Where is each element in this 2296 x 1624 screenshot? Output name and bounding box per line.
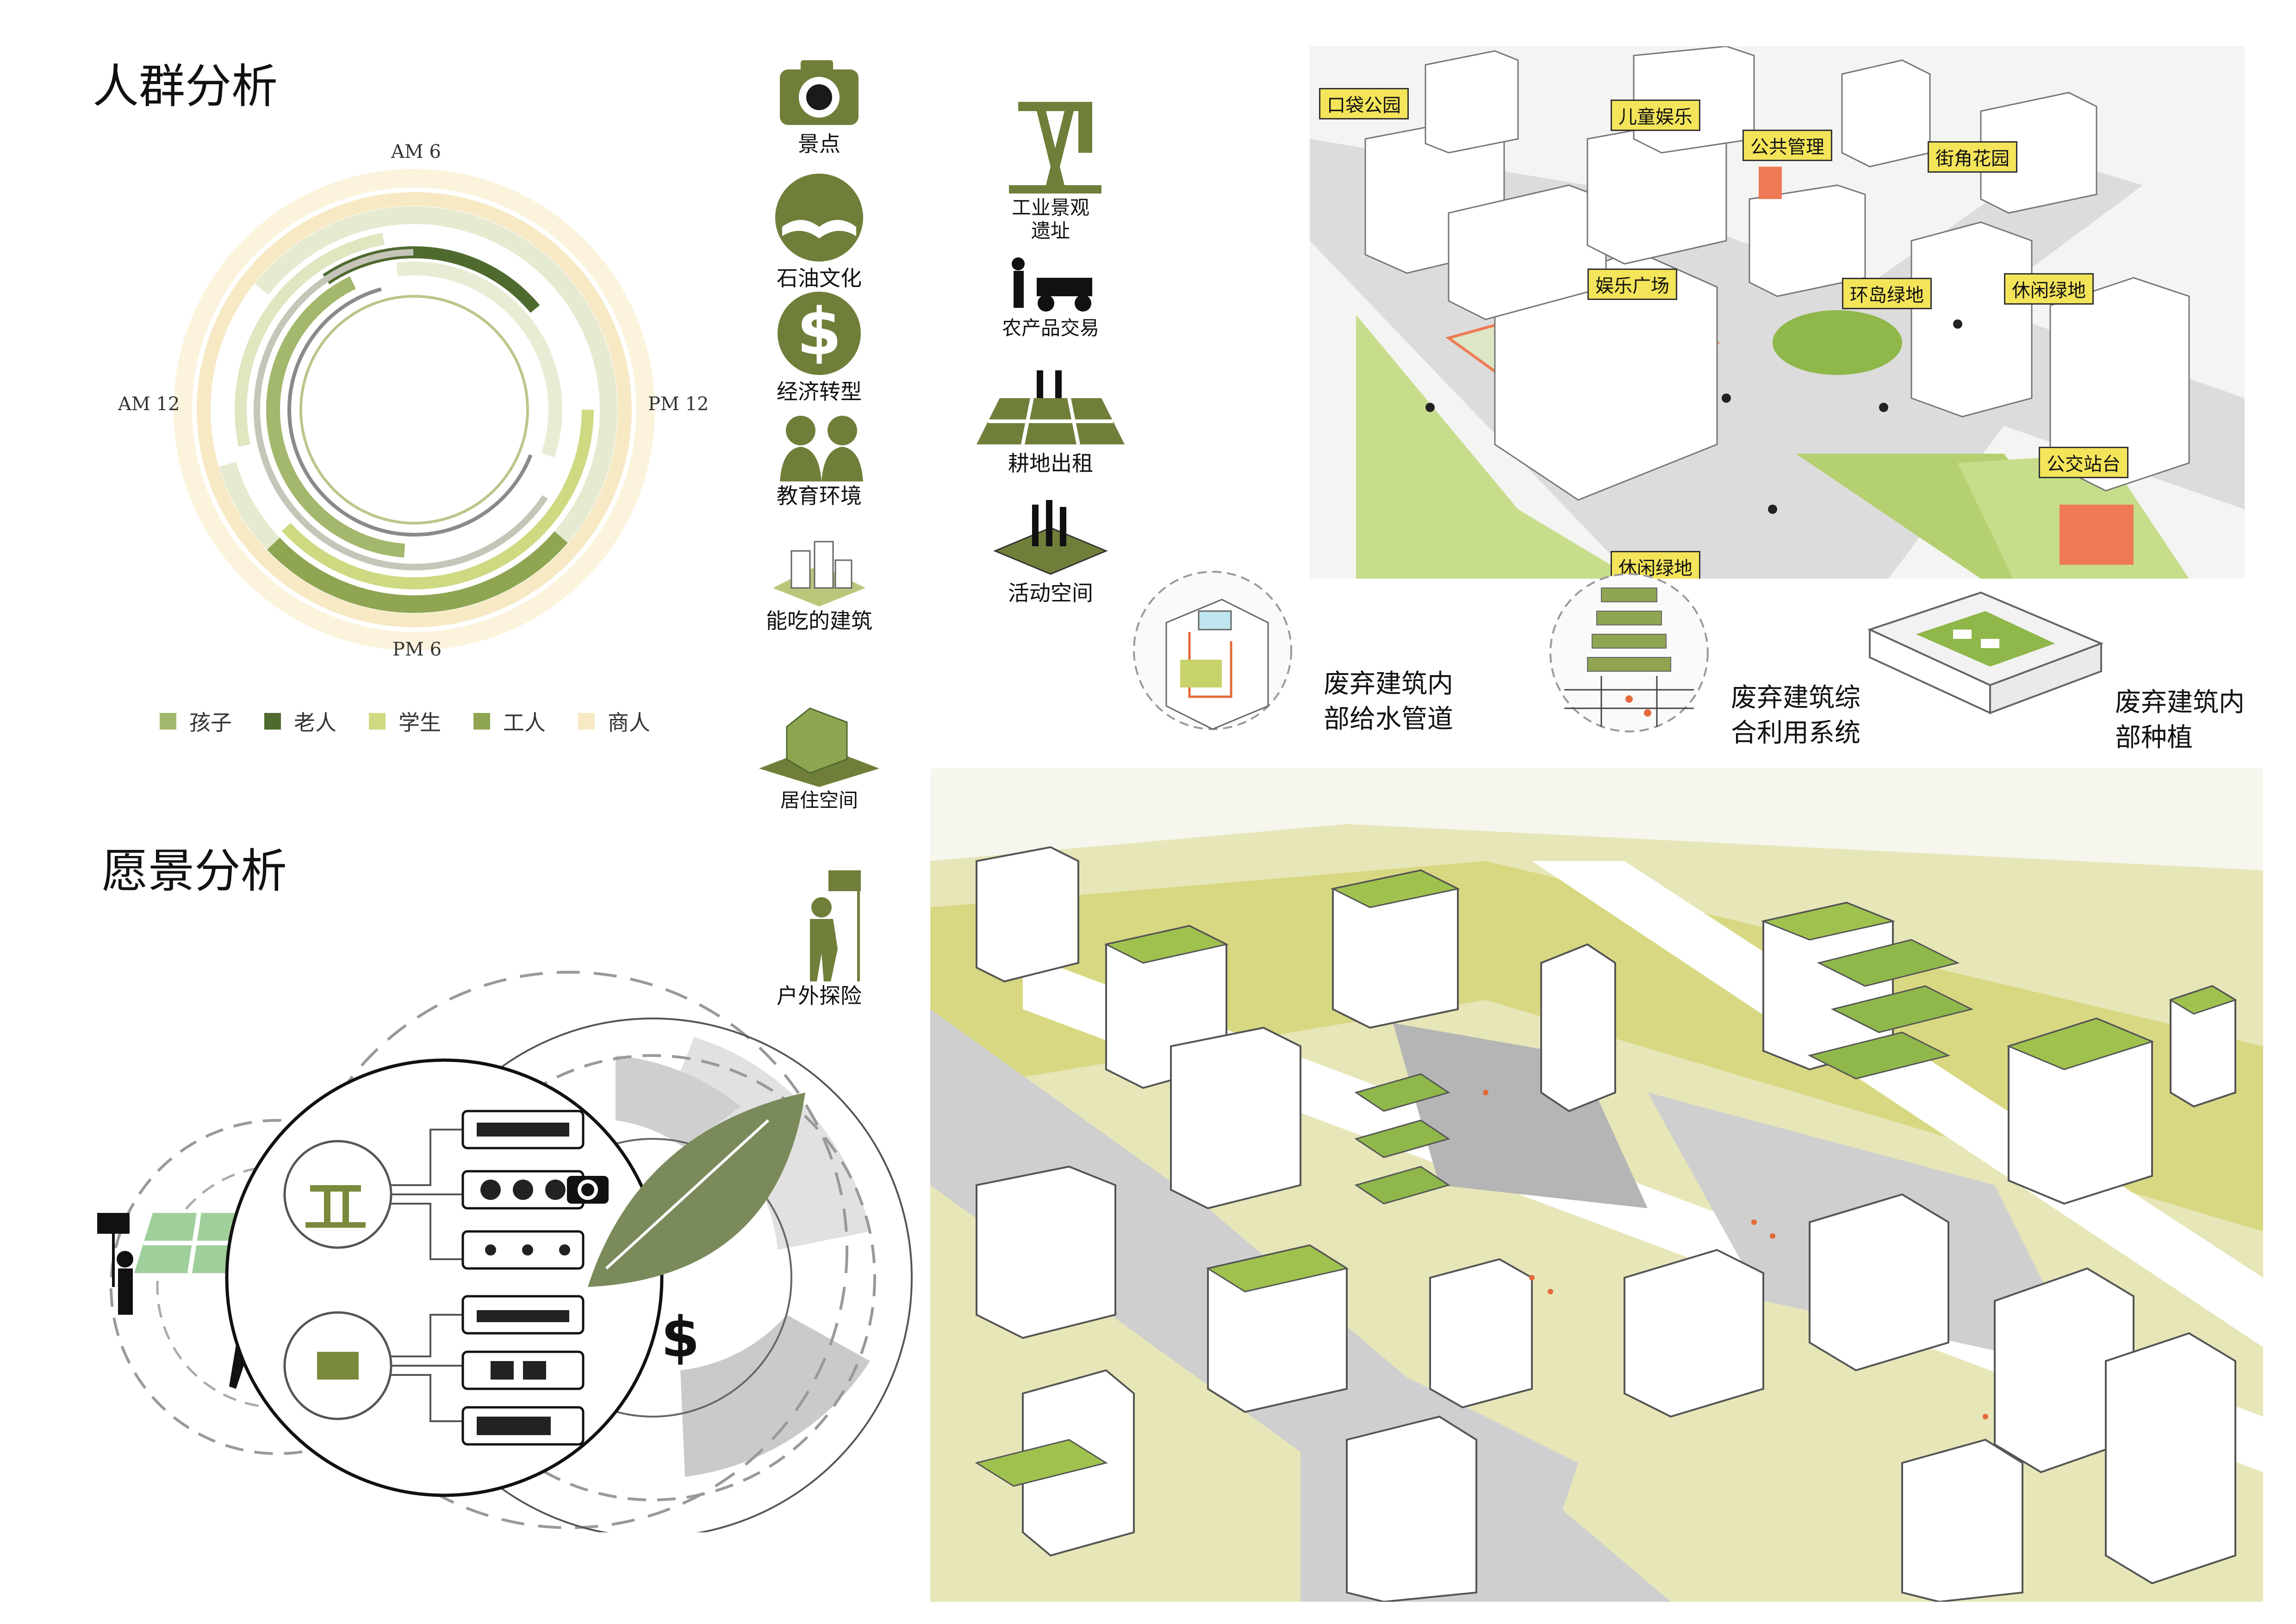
legend-label: 商人 [608,710,650,735]
svg-text:$: $ [796,294,841,370]
green-building-icon [773,541,865,606]
legend-entry-economic-transform: $ 经济转型 [736,289,902,405]
legend-swatch [264,713,281,730]
legend-entry-oil-culture: 石油文化 [736,171,902,291]
time-label-am12: AM 12 [118,394,180,415]
time-label-pm6: PM 6 [392,639,442,660]
time-label-am6: AM 6 [391,141,442,162]
callout-public-admin: 公共管理 [1742,130,1832,161]
icon-label: 经济转型 [777,379,862,404]
callout-entertainment-plaza: 娱乐广场 [1587,269,1677,300]
legend-entry-farmland-rental: 耕地出租 [967,361,1134,476]
farmland-grid-icon [977,370,1125,445]
legend-label: 工人 [503,710,546,735]
legend-entry-industrial-heritage: 工业景观 遗址 [967,93,1134,243]
legend-item-workers: 工人 [473,706,546,737]
icon-label: 能吃的建筑 [766,608,872,633]
legend-label: 老人 [294,710,336,735]
legend-label: 学生 [398,710,441,735]
legend-item-merchants: 商人 [578,706,650,737]
vision-diagram: $ [97,971,913,1532]
detail-interior-planting [1867,591,2104,715]
svg-text:$: $ [661,1305,700,1370]
legend-entry-living-space: 居住空间 [736,694,902,812]
icon-label: 教育环境 [777,483,862,508]
icon-label: 石油文化 [777,266,862,291]
legend-label: 孩子 [189,710,232,735]
callout-corner-garden: 街角花园 [1928,141,2017,173]
market-cart-icon [1012,257,1092,312]
callout-pocket-park: 口袋公园 [1319,88,1409,119]
open-book-icon [775,174,863,262]
legend-entry-edible-building: 能吃的建筑 [736,537,902,634]
hiker-with-flag-icon [810,870,861,981]
legend-entry-outdoor-adventure: 户外探险 [736,866,902,1009]
icon-label: 景点 [798,131,840,156]
crowd-analysis-title: 人群分析 [93,59,278,113]
icon-label: 居住空间 [780,789,858,812]
vision-analysis-title: 愿景分析 [102,844,287,898]
dollar-icon: $ [778,292,861,375]
legend-swatch [160,713,176,730]
detail-water-pipe-circle [1133,571,1292,730]
time-label-pm12: PM 12 [648,394,709,415]
aerial-master-plan [930,768,2263,1602]
legend-entry-activity-space: 活动空间 [967,495,1134,606]
legend-item-children: 孩子 [160,706,232,737]
legend-entry-produce-trade: 农产品交易 [967,255,1134,340]
icon-label: 农产品交易 [1002,317,1099,339]
detail-label-water-pipe: 废弃建筑内 部给水管道 [1324,669,1453,734]
legend-item-students: 学生 [369,706,441,737]
callout-roundabout-green: 环岛绿地 [1842,278,1932,309]
legend-entry-education: 教育环境 [736,412,902,509]
detail-label-interior-planting: 废弃建筑内 部种植 [2115,687,2245,753]
activity-platform-icon [993,500,1108,575]
legend-item-elderly: 老人 [264,706,336,737]
icon-label: 工业景观 遗址 [1011,196,1089,243]
oil-pump-icon [1009,102,1101,194]
people-silhouette-icon [780,416,863,481]
street-axonometric-view: 口袋公园 儿童娱乐 公共管理 街角花园 娱乐广场 环岛绿地 休闲绿地 公交站台 … [1310,46,2245,579]
house-icon [759,707,879,787]
callout-leisure-green: 休闲绿地 [2004,273,2094,305]
callout-kids-play: 儿童娱乐 [1611,100,1700,131]
crowd-ring-chart [174,169,655,650]
callout-bus-stop: 公交站台 [2039,447,2128,478]
detail-label-reuse-system: 废弃建筑综 合利用系统 [1731,683,1860,748]
icon-label: 耕地出租 [1008,451,1093,476]
legend-swatch [578,713,595,730]
detail-reuse-system-circle [1549,573,1709,732]
legend-entry-scenic-spot: 景点 [736,56,902,157]
ring-chart-legend: 孩子 老人 学生 工人 商人 [160,706,650,737]
legend-swatch [473,713,490,730]
icon-label: 户外探险 [777,983,862,1008]
legend-swatch [369,713,386,730]
camera-icon [780,60,859,125]
icon-label: 活动空间 [1008,581,1093,606]
